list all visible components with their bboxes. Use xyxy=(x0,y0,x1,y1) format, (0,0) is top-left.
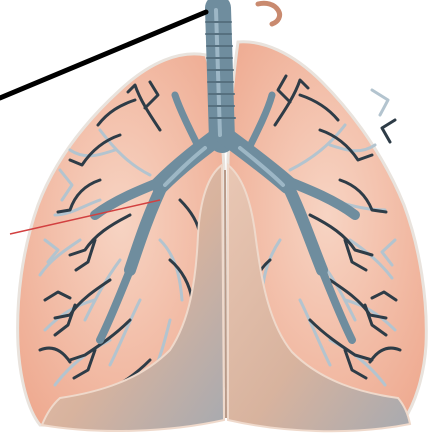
top-right-structure xyxy=(258,3,280,24)
pleura-center-crease xyxy=(225,170,226,418)
